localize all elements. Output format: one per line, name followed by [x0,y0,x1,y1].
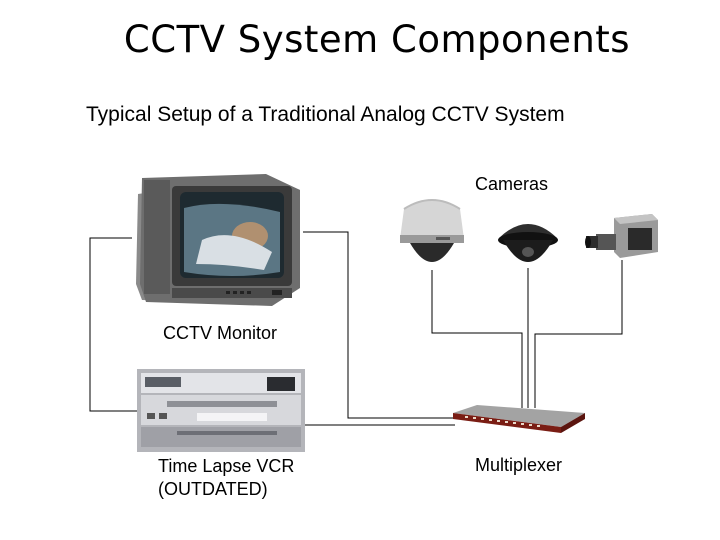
wire-camera1 [431,270,523,408]
dome-camera-image [400,199,464,262]
vcr-label-line2: (OUTDATED) [158,479,268,499]
vcr-image [137,369,305,452]
vcr-label-line1: Time Lapse VCR [158,456,295,476]
wire-monitor-left [89,237,138,412]
cameras-label: Cameras [475,174,549,194]
slide-title: CCTV System Components [123,18,631,61]
multiplexer-image [453,405,585,433]
cctv-monitor-image [136,174,300,306]
black-dome-camera-image [498,224,558,262]
wire-monitor-right [303,231,455,419]
slide-subtitle: Typical Setup of a Traditional Analog CC… [86,103,565,126]
wire-camera3 [534,260,623,408]
box-camera-image [585,214,658,258]
monitor-label: CCTV Monitor [163,323,278,343]
multiplexer-label: Multiplexer [475,455,563,475]
